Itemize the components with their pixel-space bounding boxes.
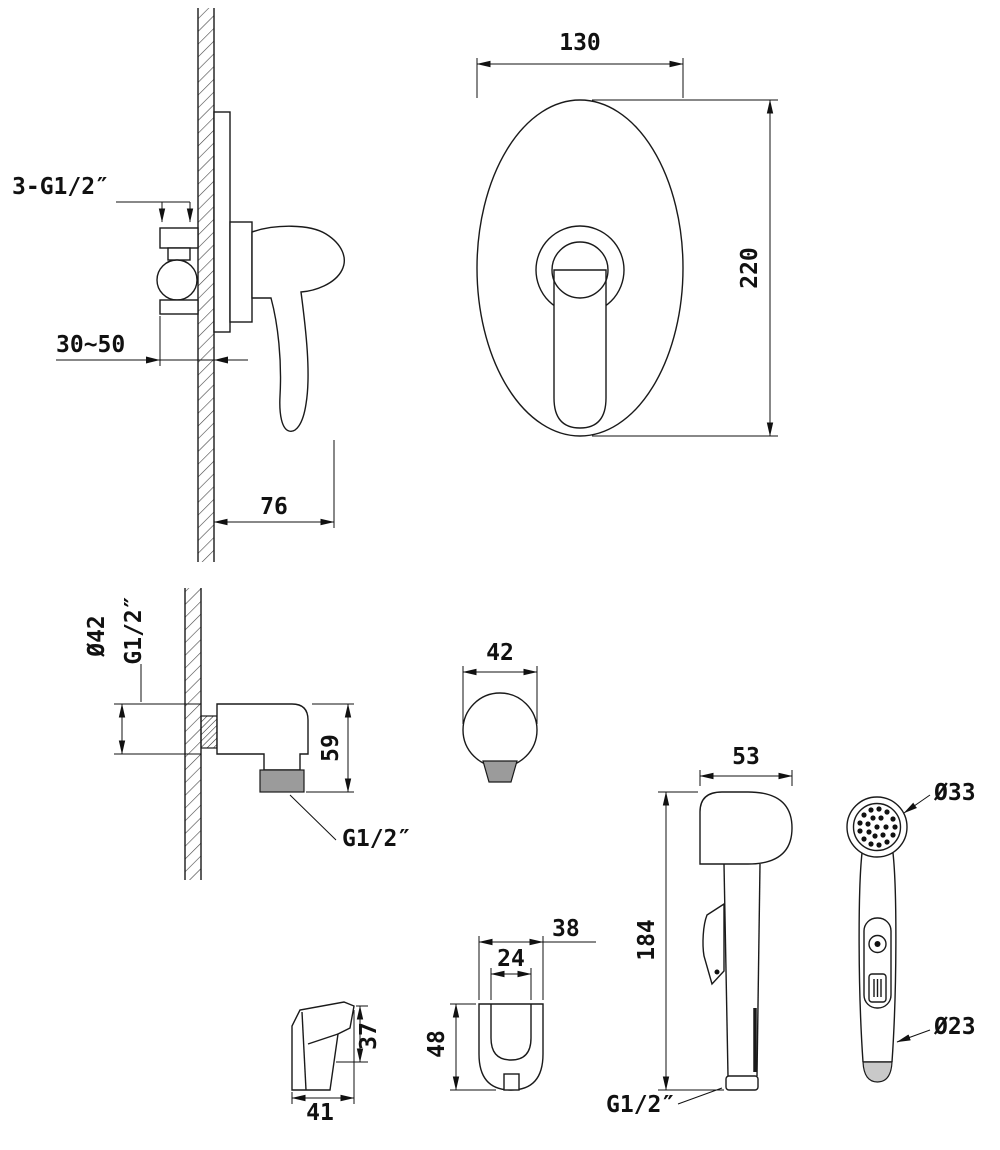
cup-height-label: 48 <box>424 1030 450 1058</box>
sprayer2-handle-right-edge <box>891 852 897 1063</box>
body-depth-label: 76 <box>260 494 288 520</box>
wall-hatch <box>185 588 201 880</box>
handle-lever <box>553 269 607 429</box>
sprayer2-bottom-cap <box>862 1061 893 1083</box>
sprayer-handle-right-edge <box>756 863 761 1077</box>
sprayer-length-label: 184 <box>634 919 660 961</box>
inlet-union-bottom <box>159 299 199 315</box>
sprayer2-button <box>868 934 887 954</box>
inlet-union-top <box>159 227 199 249</box>
handle-cap <box>551 241 609 299</box>
sprayer2-spray-face <box>852 802 902 852</box>
sprayer-trigger-lever <box>702 902 725 986</box>
elbow-outlet-thread-label: G1/2″ <box>342 826 411 852</box>
plate-width-label: 130 <box>559 30 601 56</box>
mixer-mounting-plate <box>213 111 231 333</box>
leader-line <box>903 794 931 814</box>
view-wall-elbow: Ø42 G1/2″ 59 G1/2″ <box>84 588 411 880</box>
bracket-inner-line <box>307 1033 339 1045</box>
sprayer-thread-label: G1/2″ <box>606 1092 675 1118</box>
thread-count-label: 3-G1/2″ <box>12 174 109 200</box>
holder-diameter-label: 42 <box>486 640 514 666</box>
elbow-body <box>216 703 309 771</box>
leader-line <box>289 794 337 841</box>
inlet-union-neck <box>167 247 191 261</box>
view-bracket-front: 48 24 38 <box>424 916 596 1091</box>
elbow-height-label: 59 <box>318 734 344 762</box>
bracket-inner-line <box>301 1011 307 1091</box>
view-bracket-side: 41 37 <box>291 1001 382 1126</box>
embed-depth-label: 30~50 <box>56 332 125 358</box>
holder-disc <box>462 692 538 768</box>
head-width-label: 53 <box>732 744 760 770</box>
sprayer-head-side <box>699 791 793 865</box>
elbow-inlet-thread-label: G1/2″ <box>121 595 147 664</box>
handle-diameter-label: Ø23 <box>933 1014 976 1040</box>
plate-height-label: 220 <box>737 247 763 289</box>
mixer-lever-handle <box>251 225 345 432</box>
flange-diameter-label: Ø42 <box>84 615 110 658</box>
sprayer2-button-panel <box>863 917 892 1009</box>
spray-holes <box>857 806 898 848</box>
leader-line <box>896 1029 931 1043</box>
bracket-height-label: 37 <box>356 1022 382 1050</box>
view-mixer-side: 3-G1/2″ 30~50 76 <box>12 8 345 562</box>
sprayer-hose-connector <box>725 1075 759 1091</box>
holder-cone <box>482 760 518 783</box>
cup-width-label: 38 <box>552 916 580 942</box>
bracket-slot <box>490 1004 532 1061</box>
inlet-pipe-connection <box>156 259 198 301</box>
wall-hatch <box>198 8 214 562</box>
sprayer-handle-left-edge <box>723 863 729 1077</box>
sprayer2-handle-left-edge <box>858 852 864 1063</box>
bracket-side-profile <box>291 1001 355 1091</box>
bracket-width-label: 41 <box>306 1100 334 1126</box>
sprayer2-grip-pad <box>868 973 887 1003</box>
view-holder-front: 42 <box>462 640 538 783</box>
elbow-flange-section <box>200 715 218 749</box>
sprayer2-button-center <box>874 941 881 947</box>
spray-face-diameter-label: Ø33 <box>933 780 976 806</box>
view-sprayer-side: 53 184 G1/2″ <box>606 744 793 1118</box>
bracket-bottom-tab <box>503 1073 520 1091</box>
mixer-valve-body <box>229 221 253 323</box>
view-mixer-front: 130 220 <box>476 30 778 437</box>
arrowhead <box>214 356 228 364</box>
slot-width-label: 24 <box>497 946 525 972</box>
elbow-outlet-nut <box>259 769 305 793</box>
leader-line <box>677 1087 723 1105</box>
arrowhead <box>146 356 160 364</box>
trigger-pivot <box>714 969 720 975</box>
view-sprayer-front: Ø33 Ø23 <box>846 780 976 1083</box>
